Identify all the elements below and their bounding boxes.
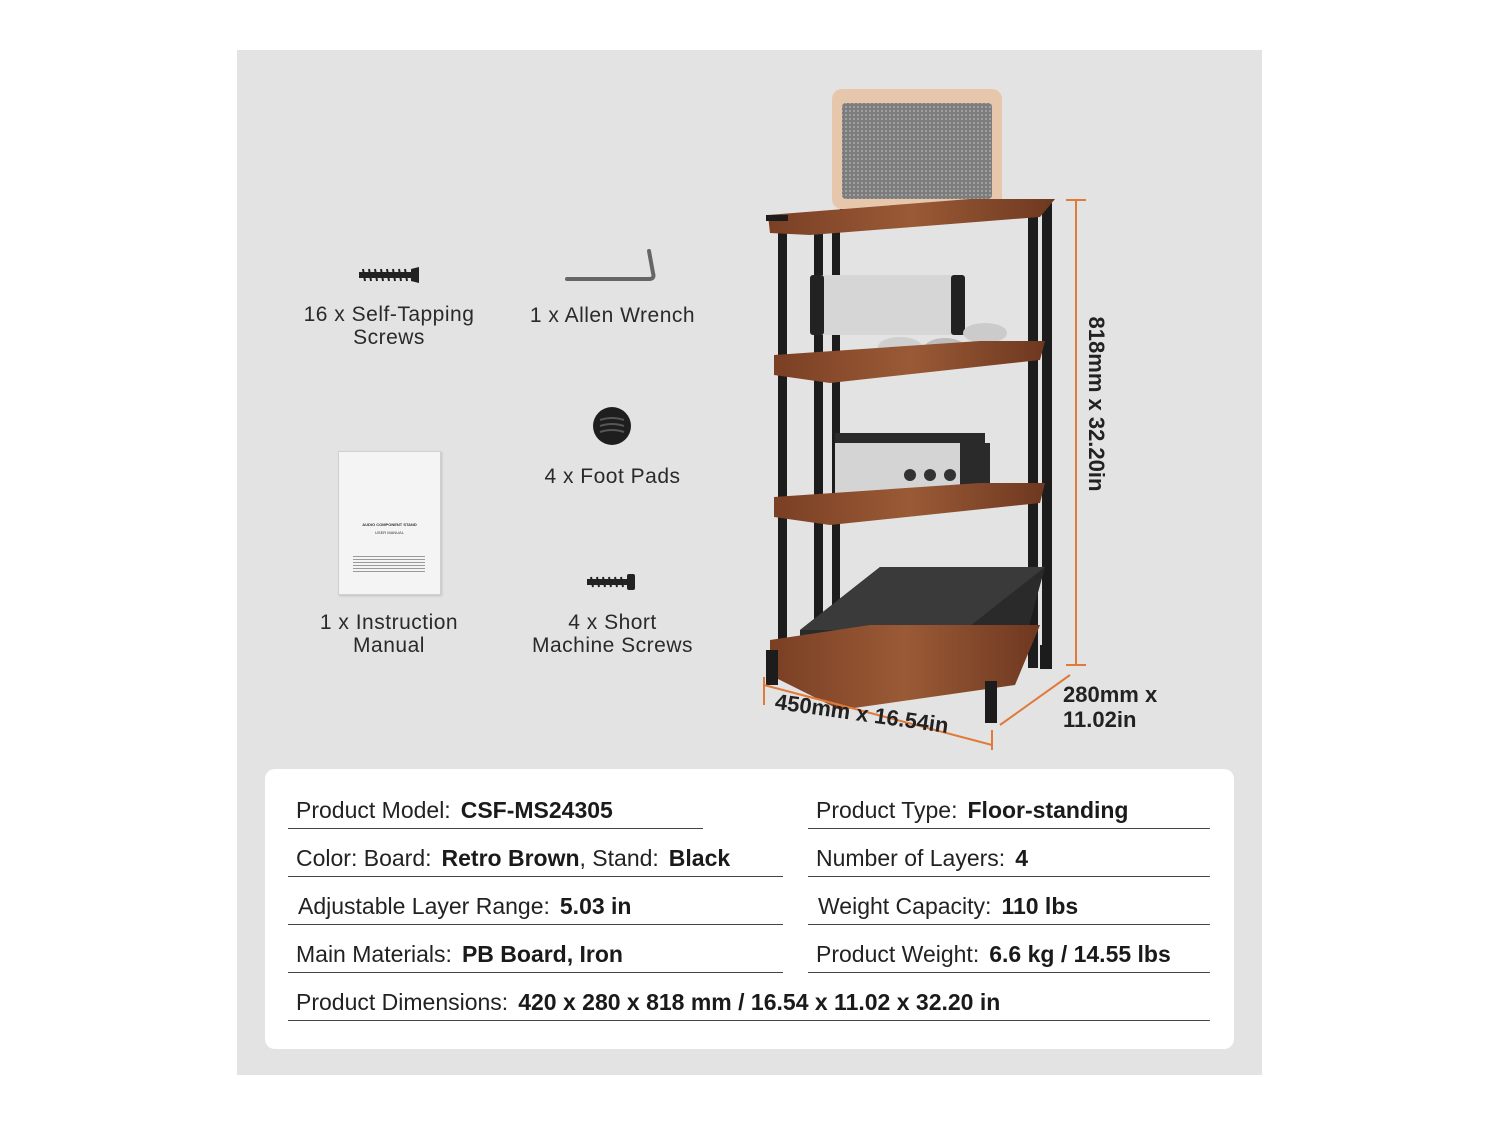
- spec-value: Black: [668, 845, 731, 871]
- machine-screw-icon: [587, 574, 635, 590]
- spec-row-dimensions: Product Dimensions: 420 x 280 x 818 mm /…: [288, 973, 1210, 1021]
- spec-row-range: Adjustable Layer Range: 5.03 in: [288, 877, 783, 925]
- spec-label: Weight Capacity:: [818, 893, 992, 919]
- manual-text-block: [353, 554, 425, 572]
- spec-row-model: Product Model: CSF-MS24305: [288, 781, 703, 829]
- accessory-label-foot-pads: 4 x Foot Pads: [544, 465, 681, 488]
- manual-subtitle: USER MANUAL: [375, 530, 404, 535]
- spec-row-layers: Number of Layers: 4: [808, 829, 1210, 877]
- spec-row-materials: Main Materials: PB Board, Iron: [288, 925, 783, 973]
- spec-value: 4: [1015, 845, 1028, 871]
- self-tapping-screw-icon: [359, 267, 419, 283]
- speaker-icon: [832, 89, 1002, 215]
- spec-row-weight: Product Weight: 6.6 kg / 14.55 lbs: [808, 925, 1210, 973]
- spec-row-capacity: Weight Capacity: 110 lbs: [808, 877, 1210, 925]
- spec-label: Main Materials:: [296, 941, 452, 967]
- spec-label: Product Dimensions:: [296, 989, 509, 1015]
- spec-value: Retro Brown: [441, 845, 580, 871]
- specifications-card: [265, 769, 1234, 1049]
- spec-value: CSF-MS24305: [460, 797, 613, 823]
- spec-row-color: Color: Board: Retro Brown , Stand: Black: [288, 829, 783, 877]
- manual-title: AUDIO COMPONENT STAND: [362, 522, 417, 527]
- spec-row-type: Product Type: Floor-standing: [808, 781, 1210, 829]
- spec-label: , Stand:: [579, 845, 659, 871]
- spec-label: Color: Board:: [296, 845, 432, 871]
- spec-label: Adjustable Layer Range:: [298, 893, 550, 919]
- spec-label: Product Model:: [296, 797, 451, 823]
- spec-value: 420 x 280 x 818 mm / 16.54 x 11.02 x 32.…: [518, 989, 1001, 1015]
- instruction-manual-image: AUDIO COMPONENT STAND USER MANUAL: [338, 451, 441, 595]
- spec-label: Number of Layers:: [816, 845, 1006, 871]
- spec-value: Floor-standing: [967, 797, 1129, 823]
- spec-label: Product Weight:: [816, 941, 980, 967]
- game-console-icon: [810, 275, 965, 335]
- spec-label: Product Type:: [816, 797, 958, 823]
- height-dimension-label: 818mm x 32.20in: [1084, 316, 1109, 492]
- spec-value: 6.6 kg / 14.55 lbs: [989, 941, 1171, 967]
- spec-value: 110 lbs: [1001, 893, 1079, 919]
- accessory-label-allen-wrench: 1 x Allen Wrench: [529, 304, 696, 327]
- spec-value: PB Board, Iron: [461, 941, 623, 967]
- audio-stand-illustration: [763, 89, 1086, 750]
- spec-value: 5.03 in: [559, 893, 632, 919]
- allen-wrench-icon: [565, 249, 656, 281]
- foot-pad-icon: [593, 407, 631, 445]
